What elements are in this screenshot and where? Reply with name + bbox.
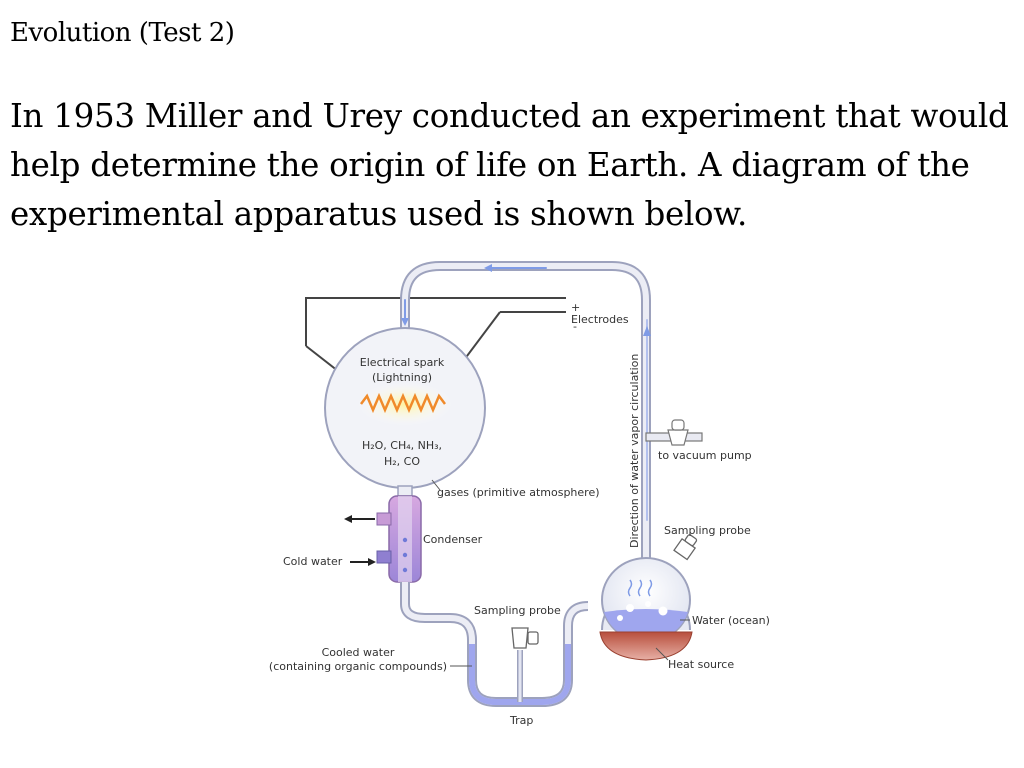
slide-body-text: In 1953 Miller and Urey conducted an exp… — [10, 92, 1015, 239]
leader-lines — [431, 479, 690, 667]
condenser-assembly — [344, 485, 422, 583]
spark-flask — [324, 327, 486, 489]
water-ocean-label: Water (ocean) — [692, 614, 770, 627]
electrode-plus-label: + — [571, 301, 580, 314]
heat-dish — [599, 631, 693, 661]
lightning-label: (Lightning) — [372, 371, 432, 384]
lower-tube — [400, 582, 589, 707]
trap-label: Trap — [509, 714, 533, 727]
cold-water-label: Cold water — [283, 555, 343, 568]
vacuum-pump-label: to vacuum pump — [658, 449, 752, 462]
boiling-flask — [599, 557, 693, 661]
trap-sampling-probe-label: Sampling probe — [474, 604, 561, 617]
body-line-2: help determine the origin of life on Ear… — [10, 146, 970, 184]
spark-label: Electrical spark — [360, 356, 445, 369]
cooled-water-label: Cooled water — [322, 646, 395, 659]
circulation-direction-label: Direction of water vapor circulation — [628, 354, 641, 548]
vapor-icon — [627, 579, 653, 597]
heat-source-label: Heat source — [668, 658, 734, 671]
flask-sampling-probe-label: Sampling probe — [664, 524, 751, 537]
electrode-minus-label: - — [573, 320, 577, 333]
gases-formula-line-2: H₂, CO — [384, 455, 420, 468]
top-tube — [400, 261, 651, 590]
trap-sampling-probe — [511, 627, 539, 649]
vacuum-pump-valve — [645, 419, 703, 446]
flask-sampling-probe — [673, 534, 698, 561]
gases-formula-line-1: H₂O, CH₄, NH₃, — [362, 439, 442, 452]
condenser-label: Condenser — [423, 533, 483, 546]
body-line-1: In 1953 Miller and Urey conducted an exp… — [10, 97, 1009, 135]
electrodes-label: Electrodes — [571, 313, 629, 326]
body-line-3: experimental apparatus used is shown bel… — [10, 195, 747, 233]
organic-compounds-label: (containing organic compounds) — [269, 660, 447, 673]
slide-title: Evolution (Test 2) — [10, 18, 235, 48]
spark-zigzag-icon — [360, 392, 446, 414]
gases-atmosphere-label: gases (primitive atmosphere) — [437, 486, 600, 499]
